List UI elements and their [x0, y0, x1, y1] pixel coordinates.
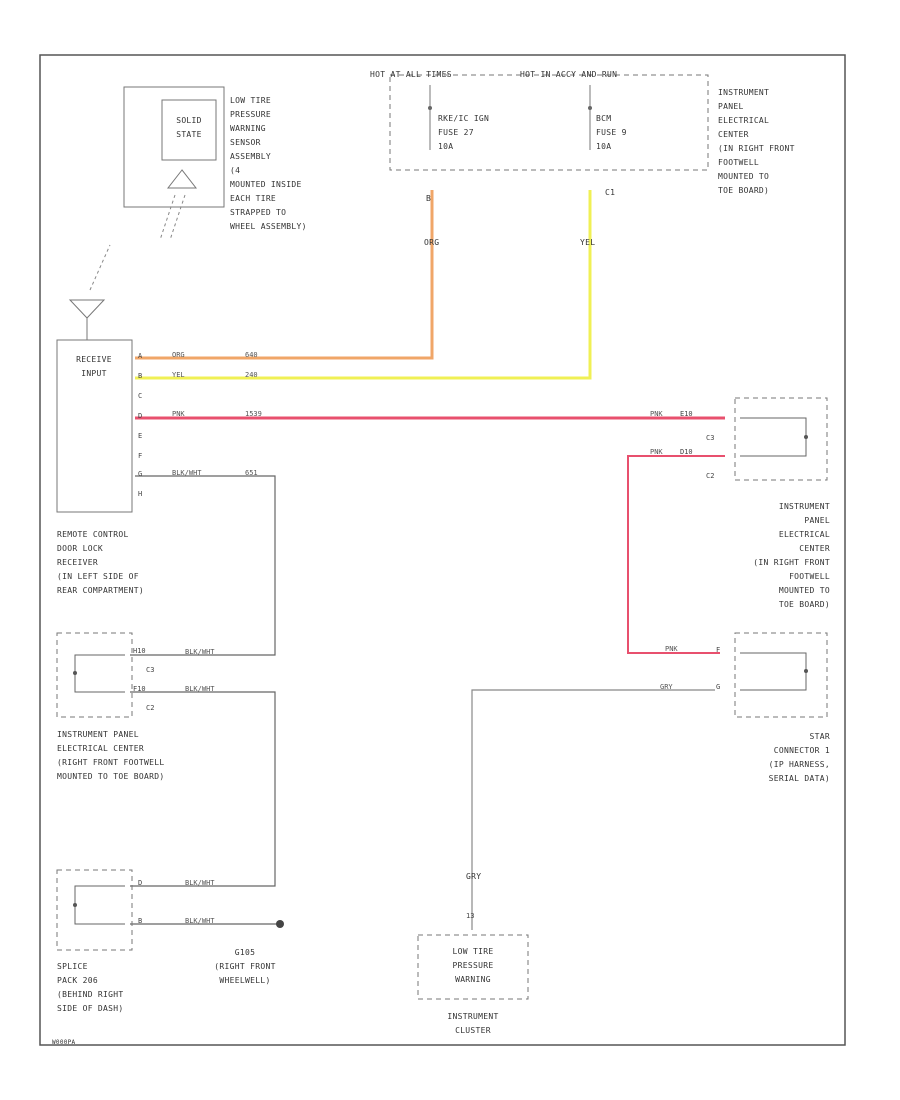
blkwht-label-ipec-bottom: BLK/WHT — [185, 685, 215, 693]
star-jumper — [740, 652, 807, 691]
star-pin-top: F — [716, 646, 721, 654]
ipec-top-label: INSTRUMENT PANEL ELECTRICAL CENTER (IN R… — [718, 88, 795, 195]
sensor-assembly-box — [123, 86, 225, 208]
star-connector-label: STAR CONNECTOR 1 (IP HARNESS, SERIAL DAT… — [768, 732, 830, 783]
wire-blkwht-a — [130, 475, 276, 656]
footer-code: W000PA — [52, 1039, 76, 1046]
sensor-signal-icon — [159, 194, 176, 241]
receiver-pin-d: D — [138, 412, 143, 420]
yel-circuit-label: 240 — [245, 371, 258, 379]
sensor-antenna-icon — [166, 169, 198, 189]
fuse-left-number: FUSE 27 — [438, 128, 474, 137]
pnk-color-label-star: PNK — [665, 645, 678, 653]
fuse-node-left — [428, 106, 432, 110]
receiver-signal-icon — [89, 244, 111, 291]
splice-box — [56, 869, 133, 951]
receiver-inner-label: RECEIVE INPUT — [76, 355, 112, 378]
gry-label-star: GRY — [660, 683, 673, 691]
receiver-box — [56, 339, 133, 513]
fuse-right-amps: 10A — [596, 142, 612, 151]
ipec-left-box — [56, 632, 133, 718]
ipec-right-node — [804, 435, 808, 439]
fuse-block-outline — [389, 74, 709, 171]
splice-pin-top: D — [138, 879, 143, 887]
receiver-antenna-icon — [68, 299, 106, 319]
blkwht-color-label: BLK/WHT — [172, 469, 202, 477]
pnk-circuit-label: 1539 — [245, 410, 262, 418]
ipec-right-jumper — [740, 417, 807, 457]
fuse-right-name: BCM — [596, 114, 612, 123]
sensor-solid-state-box — [161, 99, 217, 161]
org-circuit-label: 640 — [245, 351, 258, 359]
ipec-left-pin-bottom: F10 — [133, 685, 146, 693]
fuse-node-right — [588, 106, 592, 110]
sensor-inner-label: SOLID STATE — [176, 116, 202, 139]
receiver-pin-b: B — [138, 372, 143, 380]
ipec-left-node — [73, 671, 77, 675]
vertical-yel-label: YEL — [580, 238, 596, 247]
ipec-left-label: INSTRUMENT PANEL ELECTRICAL CENTER (RIGH… — [57, 730, 165, 781]
sensor-signal-icon-2 — [169, 194, 186, 241]
hot-at-all-times-label: HOT AT ALL TIMES — [370, 70, 452, 79]
wire-gry — [471, 689, 715, 930]
receiver-pin-h: H — [138, 490, 143, 498]
star-pin-bottom: G — [716, 683, 721, 691]
ipec-left-jumper — [74, 654, 125, 693]
blkwht-label-ipec-top: BLK/WHT — [185, 648, 215, 656]
hot-in-accy-run-label: HOT IN ACCY AND RUN — [520, 70, 618, 79]
ground-icon — [276, 920, 284, 928]
splice-label: SPLICE PACK 206 (BEHIND RIGHT SIDE OF DA… — [57, 962, 124, 1013]
ipec-right-pin-bottom: D10 — [680, 448, 693, 456]
diagram-frame — [39, 54, 846, 1046]
receiver-pin-c: C — [138, 392, 143, 400]
star-node — [804, 669, 808, 673]
pnk-color-label-right: PNK — [650, 410, 663, 418]
cluster-inner-label: LOW TIRE PRESSURE WARNING — [452, 947, 494, 984]
wire-yel — [135, 190, 592, 380]
ipec-right-conn1: C3 — [706, 434, 715, 442]
ipec-left-conn1: C3 — [146, 666, 155, 674]
ipec-left-conn2: C2 — [146, 704, 155, 712]
blkwht-label-splice-bottom: BLK/WHT — [185, 917, 215, 925]
wire-pnk-star — [627, 455, 725, 654]
sensor-label: LOW TIRE PRESSURE WARNING SENSOR ASSEMBL… — [230, 96, 307, 231]
fuse-left-connector: B — [426, 194, 432, 203]
pnk-color-label-lower: PNK — [650, 448, 663, 456]
ground-label: G105 (RIGHT FRONT WHEELWELL) — [214, 948, 276, 985]
receiver-label: REMOTE CONTROL DOOR LOCK RECEIVER (IN LE… — [57, 530, 144, 595]
ipec-right-conn2: C2 — [706, 472, 715, 480]
splice-jumper — [74, 885, 125, 925]
fuse-left-name: RKE/IC IGN — [438, 114, 490, 123]
blkwht-circuit-label: 651 — [245, 469, 258, 477]
instrument-cluster-box — [417, 934, 529, 1000]
splice-pin-bottom: B — [138, 917, 143, 925]
vertical-org-label: ORG — [424, 238, 440, 247]
ipec-right-box — [734, 397, 828, 481]
wire-blkwht-b — [130, 691, 276, 887]
receiver-pin-f: F — [138, 452, 143, 460]
wire-org — [135, 190, 434, 360]
star-connector-box — [734, 632, 828, 718]
ipec-left-pin-top: H10 — [133, 647, 146, 655]
receiver-pin-e: E — [138, 432, 143, 440]
receiver-pin-g: G — [138, 470, 143, 478]
cluster-pin: 13 — [466, 912, 475, 920]
ipec-right-label: INSTRUMENT PANEL ELECTRICAL CENTER (IN R… — [753, 502, 830, 609]
pnk-color-label: PNK — [172, 410, 185, 418]
splice-node — [73, 903, 77, 907]
fuse-left-amps: 10A — [438, 142, 454, 151]
org-color-label: ORG — [172, 351, 185, 359]
ipec-right-pin-top: E10 — [680, 410, 693, 418]
cluster-label: INSTRUMENT CLUSTER — [447, 1012, 499, 1035]
receiver-pin-a: A — [138, 352, 143, 360]
gry-label-vertical: GRY — [466, 872, 482, 881]
fuse-right-connector: C1 — [605, 188, 616, 197]
yel-color-label: YEL — [172, 371, 185, 379]
blkwht-label-splice-top: BLK/WHT — [185, 879, 215, 887]
fuse-right-number: FUSE 9 — [596, 128, 627, 137]
